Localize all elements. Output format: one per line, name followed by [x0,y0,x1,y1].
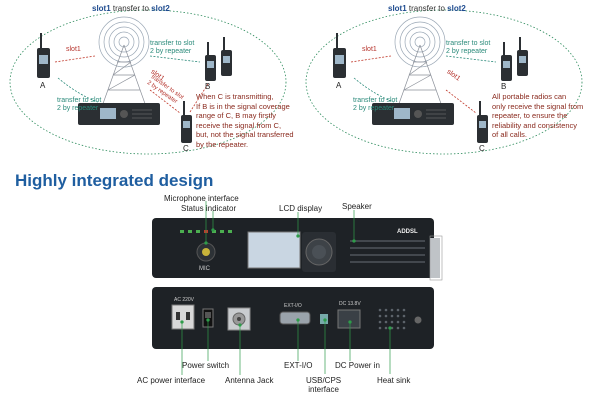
left-radio-a-label: A [40,81,46,90]
left-header-mid: transfer to [110,4,152,13]
radio-c-left [181,101,192,143]
rear-panel [152,287,434,349]
left-note: When C is transmitting, If B is in the s… [196,92,294,149]
right-header-slot1: slot1 [388,4,407,13]
section-title: Highly integrated design [15,171,214,190]
status-indicator-label: Status indicator [181,204,237,213]
tower-right [395,44,445,113]
ext-io-port [279,311,311,325]
right-note: All portable radios can only receive the… [492,92,584,140]
radio-b-left [205,37,232,81]
right-radio-b-label: B [501,82,507,91]
left-transfer-label-a: transfer to slot 2 by repeater [57,97,102,113]
arrows-right [350,55,497,114]
left-header-slot1: slot1 [92,4,111,13]
signal-waves-right [394,16,446,68]
right-transfer-label-a: transfer to slot 2 by repeater [353,97,398,113]
panel-ext-text: EXT-I/O [284,303,302,309]
radio-c-right [477,101,488,143]
repeater-right [372,103,454,125]
right-diagram [305,9,583,155]
right-transfer-label-b: transfer to slot 2 by repeater [446,40,491,56]
left-diagram [9,9,287,155]
heat-sink [378,308,406,330]
speaker-grill [350,240,425,263]
lcd-display-label: LCD display [279,204,323,213]
left-header-slot2: slot2 [151,4,170,13]
power-switch-label: Power switch [182,361,230,370]
right-radio-a-label: A [336,81,342,90]
brand-logo: ADDSL [397,229,418,235]
lcd-screen [247,231,301,269]
right-header: slot1 transfer to slot2 [388,4,466,13]
ext-io-label: EXT-I/O [284,361,313,370]
signal-waves-left [98,16,150,68]
repeater-left [78,103,160,125]
front-panel [152,218,443,281]
speaker-label: Speaker [342,202,372,211]
panel-dc-text: DC 13.8V [339,301,361,307]
left-radio-c-label: C [183,144,189,153]
radio-a-left [37,33,50,78]
callout-lines [180,201,392,375]
tower-left [99,44,149,113]
arrows-left [54,55,209,114]
radio-a-right [333,33,346,78]
left-transfer-label-b: transfer to slot 2 by repeater [150,40,195,56]
ac-socket [171,304,195,330]
right-slot1-label: slot1 [362,46,377,53]
radio-b-right [501,37,528,81]
dc-port [337,309,361,329]
usb-cps-label: USB/CPS interface [306,376,342,395]
right-header-slot2: slot2 [447,4,466,13]
panel-ac-text: AC 220V [174,297,195,303]
heat-sink-label: Heat sink [377,376,411,385]
right-header-mid: transfer to [406,4,448,13]
ac-power-interface-label: AC power interface [137,376,206,385]
right-radio-c-label: C [479,144,485,153]
dc-power-label: DC Power in [335,361,380,370]
left-radio-b-label: B [205,82,211,91]
left-slot1-label: slot1 [66,46,81,53]
mic-panel-text: MIC [199,266,210,272]
left-header: slot1 transfer to slot2 [92,4,170,13]
microphone-interface-label: Microphone interface [164,194,239,203]
antenna-jack-label: Antenna Jack [225,376,274,385]
